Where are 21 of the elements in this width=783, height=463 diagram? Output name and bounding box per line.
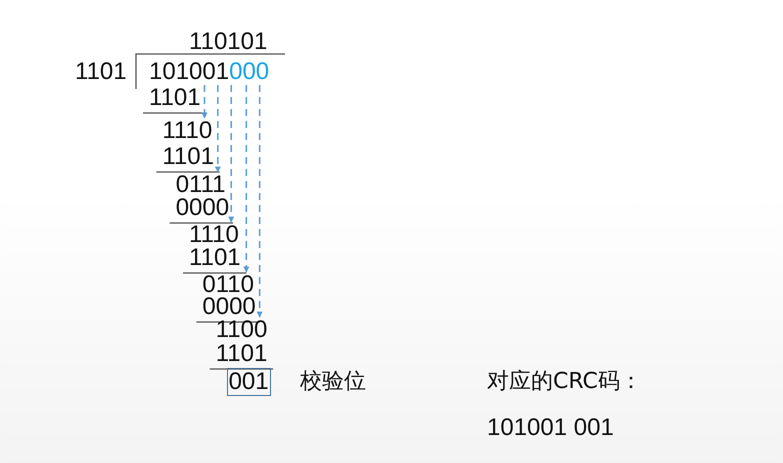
partial-remainder: 1110 bbox=[189, 222, 239, 248]
crc-code: 101001 001 bbox=[487, 415, 614, 441]
divisor: 1101 bbox=[75, 59, 127, 85]
partial-remainder: 0111 bbox=[176, 172, 226, 198]
subtrahend: 1101 bbox=[216, 341, 268, 367]
dashed-arrow bbox=[243, 85, 250, 273]
quotient: 110101 bbox=[189, 29, 268, 55]
partial-remainder: 1110 bbox=[162, 118, 212, 144]
subtrahend: 1101 bbox=[162, 144, 214, 170]
partial-remainder: 101001000 bbox=[149, 59, 270, 85]
dashed-arrow bbox=[256, 85, 263, 318]
result-heading: 对应的CRC码： bbox=[487, 369, 642, 395]
dashed-arrow bbox=[214, 85, 221, 173]
dashed-arrow bbox=[202, 85, 208, 119]
subtrahend: 1101 bbox=[189, 245, 241, 271]
subtrahend: 1101 bbox=[149, 85, 201, 111]
check-bits-label: 校验位 bbox=[300, 369, 366, 395]
subtrahend: 0000 bbox=[176, 195, 230, 221]
dashed-arrow bbox=[228, 85, 234, 223]
remainder-box: 001 bbox=[226, 368, 271, 396]
partial-remainder: 1100 bbox=[216, 317, 268, 343]
